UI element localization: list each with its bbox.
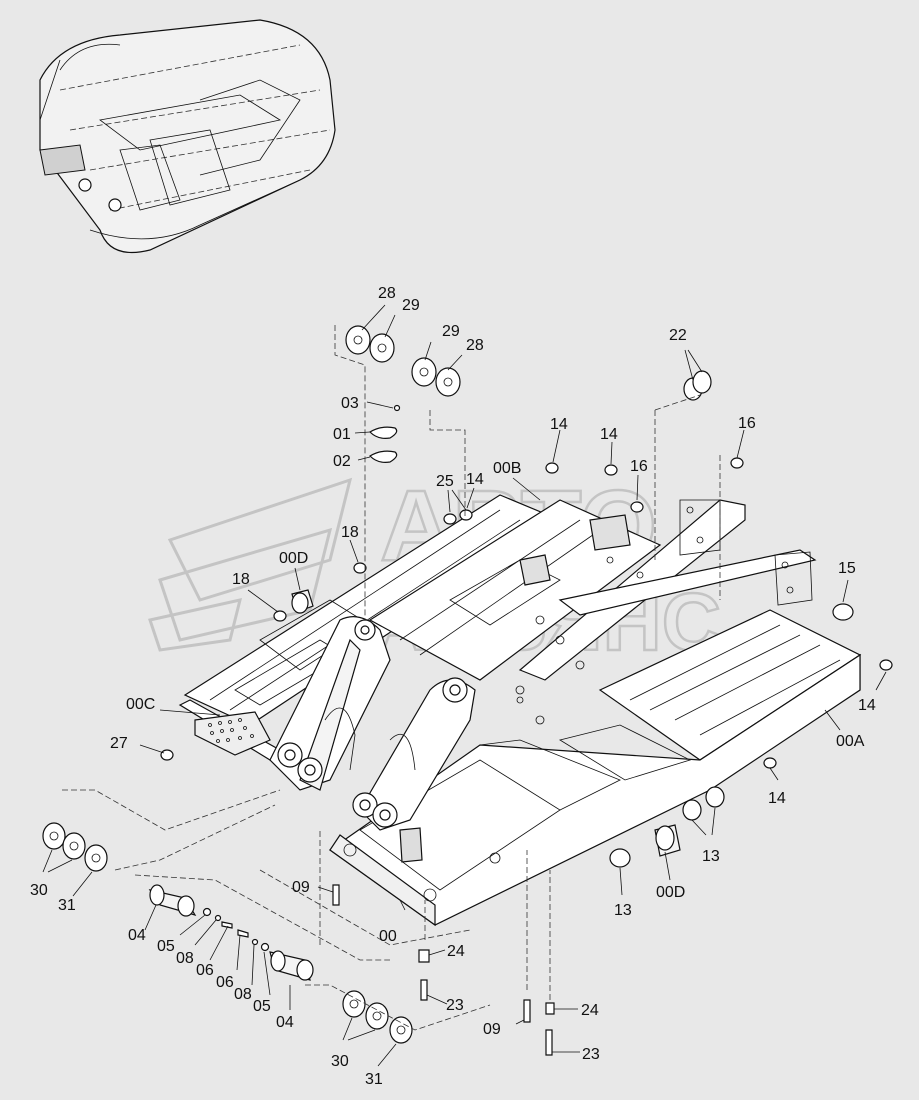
callout-29: 29 (442, 323, 460, 340)
callout-00A: 00A (836, 733, 865, 750)
callout-28: 28 (466, 337, 484, 354)
callout-15: 15 (838, 560, 856, 577)
callout-23: 23 (446, 997, 464, 1014)
watermark-logo (148, 477, 353, 652)
callout-06: 06 (216, 974, 234, 991)
callout-09: 09 (483, 1021, 501, 1038)
callout-28: 28 (378, 285, 396, 302)
callout-09: 09 (292, 879, 310, 896)
pins-04 (148, 884, 314, 981)
callout-04: 04 (128, 927, 146, 944)
bolts-09-23-24 (332, 884, 555, 1056)
caps-14-16 (160, 457, 893, 769)
callout-18: 18 (232, 571, 250, 588)
callout-18: 18 (341, 524, 359, 541)
callout-14: 14 (550, 416, 568, 433)
callout-14: 14 (466, 471, 484, 488)
callout-06: 06 (196, 962, 214, 979)
callout-29: 29 (402, 297, 420, 314)
callout-08: 08 (176, 950, 194, 967)
bushings-00D-13 (291, 589, 854, 868)
callout-14: 14 (858, 697, 876, 714)
machine-overview-icon (39, 19, 336, 254)
callout-01: 01 (333, 426, 351, 443)
callout-04: 04 (276, 1014, 294, 1031)
shims-30-31 (42, 822, 413, 1044)
callout-05: 05 (253, 998, 271, 1015)
seal-22 (683, 370, 712, 401)
shims-01-02 (369, 404, 401, 463)
callout-00: 00 (379, 928, 397, 945)
callout-05: 05 (157, 938, 175, 955)
callout-03: 03 (341, 395, 359, 412)
callout-00D: 00D (656, 884, 685, 901)
callout-02: 02 (333, 453, 351, 470)
callout-00C: 00C (126, 696, 155, 713)
callout-25: 25 (436, 473, 454, 490)
callout-16: 16 (630, 458, 648, 475)
callout-23: 23 (582, 1046, 600, 1063)
callout-13: 13 (614, 902, 632, 919)
shims-28-29 (345, 325, 461, 397)
callout-24: 24 (447, 943, 465, 960)
callout-00D: 00D (279, 550, 308, 567)
callout-16: 16 (738, 415, 756, 432)
callout-14: 14 (600, 426, 618, 443)
leaders (42, 304, 887, 1067)
callout-24: 24 (581, 1002, 599, 1019)
callout-31: 31 (58, 897, 76, 914)
callout-30: 30 (331, 1053, 349, 1070)
callout-13: 13 (702, 848, 720, 865)
callout-14: 14 (768, 790, 786, 807)
callout-22: 22 (669, 327, 687, 344)
callout-30: 30 (30, 882, 48, 899)
callout-labels: 28 29 29 28 03 01 02 22 14 14 16 16 25 1… (30, 285, 876, 1088)
callout-27: 27 (110, 735, 128, 752)
callout-31: 31 (365, 1071, 383, 1088)
callout-08: 08 (234, 986, 252, 1003)
callout-00B: 00B (493, 460, 521, 477)
step-plate (194, 711, 271, 756)
